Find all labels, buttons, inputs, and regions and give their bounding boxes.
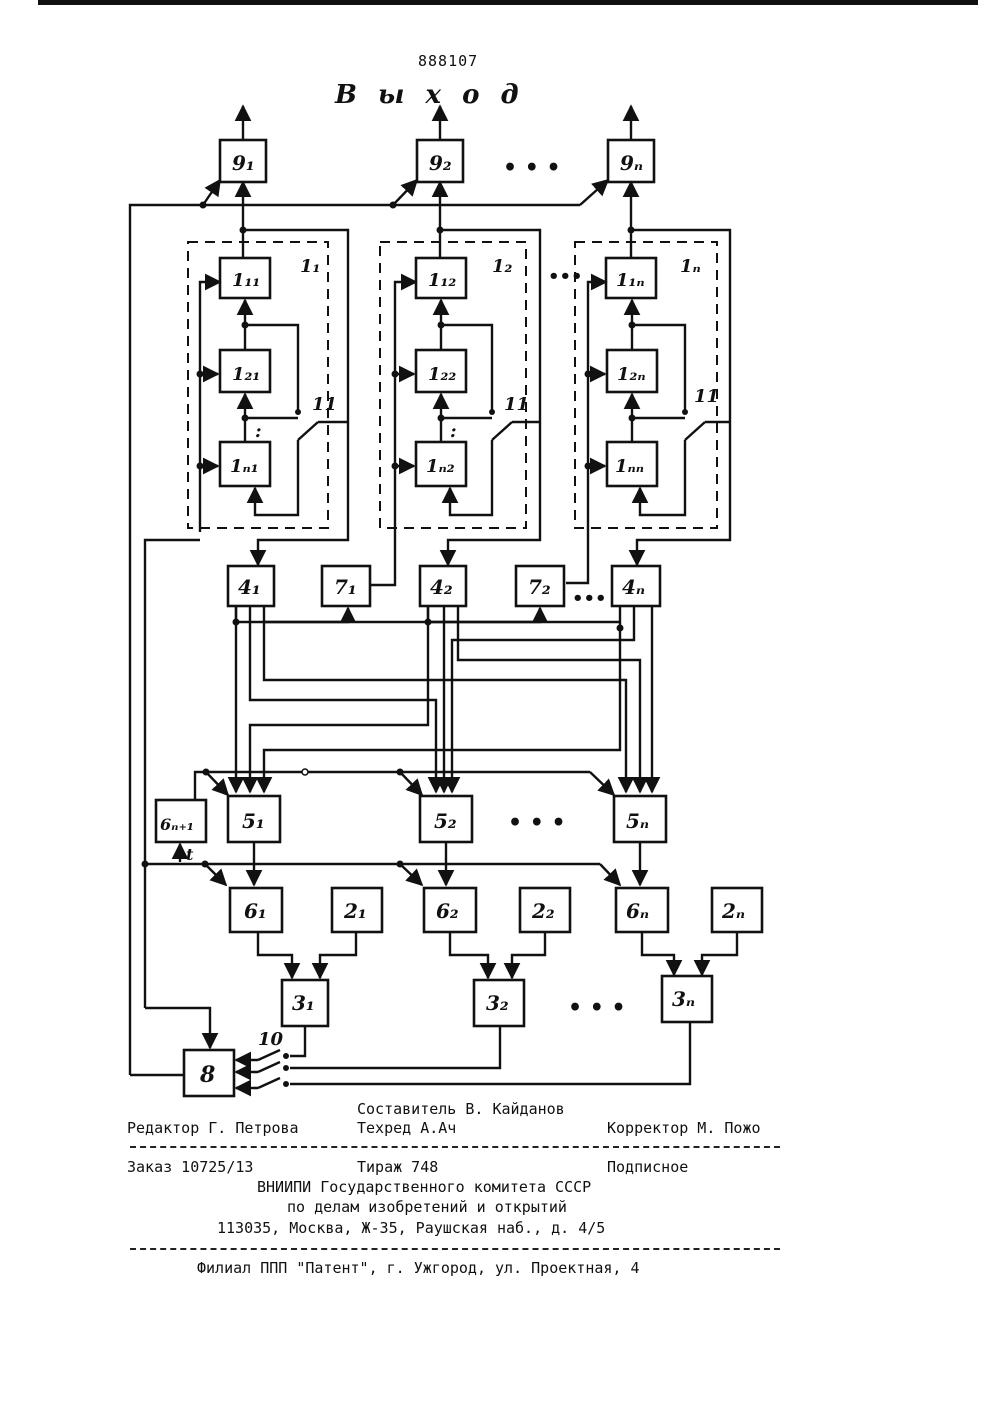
ellipsis-outputs: • • • [503, 155, 561, 181]
cell-2-12-label: 1₁₂ [428, 270, 456, 291]
switch-11-label-1: 11 [312, 394, 337, 415]
block-9-n-label: 9ₙ [620, 151, 643, 175]
cell-2-n2-label: 1ₙ₂ [426, 456, 455, 477]
row-8: 8 10 [130, 1008, 690, 1096]
footer-branch: Филиал ППП "Патент", г. Ужгород, ул. Про… [197, 1259, 640, 1277]
group-n: 1ₙ 1₁ₙ 1₂ₙ 1ₙₙ 11 [566, 227, 730, 584]
block-4-2-label: 4₂ [430, 575, 453, 599]
cell-2-22-label: 1₂₂ [428, 364, 456, 385]
cell-n-nn-label: 1ₙₙ [615, 456, 644, 477]
footer-divider-1 [130, 1146, 780, 1148]
group-2-label: 1₂ [492, 256, 513, 277]
footer-org-line1: ВНИИПИ Государственного комитета СССР [257, 1178, 591, 1196]
footer-order: Заказ 10725/13 [127, 1158, 253, 1176]
footer-print-run: Тираж 748 [357, 1158, 438, 1176]
block-9-2-label: 9₂ [429, 151, 452, 175]
block-8-label: 8 [199, 1062, 215, 1088]
block-6-n-plus-1-label: 6ₙ₊₁ [160, 815, 194, 834]
cell-1-n1-label: 1ₙ₁ [230, 456, 259, 477]
block-2-1-label: 2₁ [343, 899, 367, 923]
block-5-1-label: 5₁ [242, 809, 265, 833]
block-5-2-label: 5₂ [434, 809, 457, 833]
row-3: 3₁ 3₂ • • • 3ₙ [258, 932, 737, 1026]
group-2: 1₂ 1₁₂ 1₂₂ 1ₙ₂ : 11 [371, 227, 540, 586]
block-5-n-label: 5ₙ [626, 809, 649, 833]
block-3-1-label: 3₁ [292, 991, 315, 1015]
block-2-2-label: 2₂ [531, 899, 555, 923]
block-4-1-label: 4₁ [238, 575, 261, 599]
block-3-n-label: 3ₙ [672, 987, 695, 1011]
footer-org-line2: по делам изобретений и открытий [287, 1198, 567, 1216]
cell-n-2n-label: 1₂ₙ [617, 364, 646, 385]
block-6-2-label: 6₂ [436, 899, 459, 923]
ellipsis-row5: • • • [508, 810, 566, 836]
footer-divider-2 [130, 1248, 780, 1250]
switch-10-label: 10 [258, 1029, 284, 1050]
footer-compiler: Составитель В. Кайданов [357, 1100, 565, 1118]
clock-label: t [186, 845, 194, 864]
block-7-1-label: 7₁ [334, 575, 357, 599]
cell-1-21-label: 1₂₁ [232, 364, 260, 385]
block-diagram: 9₁ 9₂ 9ₙ • • • 1₁ 1₁₁ [0, 0, 1000, 1100]
switch-11-label-2: 11 [504, 394, 529, 415]
block-7-2-label: 7₂ [528, 575, 551, 599]
footer-techred: Техред А.Ач [357, 1119, 456, 1137]
vdots-1: : [255, 421, 262, 442]
block-6-n-label: 6ₙ [626, 899, 649, 923]
block-4-n-label: 4ₙ [622, 575, 645, 599]
group-n-label: 1ₙ [680, 256, 701, 277]
ellipsis-row4: ••• [572, 588, 607, 609]
cell-1-11-label: 1₁₁ [232, 270, 260, 291]
footer-corrector: Корректор М. Пожо [607, 1119, 761, 1137]
cell-n-1n-label: 1₁ₙ [616, 270, 645, 291]
footer-org-address: 113035, Москва, Ж-35, Раушская наб., д. … [217, 1219, 605, 1237]
footer-subscription: Подписное [607, 1158, 688, 1176]
vdots-2: : [450, 421, 457, 442]
block-9-1-label: 9₁ [232, 151, 255, 175]
interconnect-bus [236, 606, 652, 792]
group-1: 1₁ 1₁₁ 1₂₁ 1ₙ₁ : 11 [188, 227, 348, 566]
row-5: 6ₙ₊₁ t 5₁ 5₂ • • • 5ₙ [156, 769, 666, 865]
ellipsis-row3: • • • [568, 995, 626, 1021]
block-3-2-label: 3₂ [486, 991, 509, 1015]
block-2-n-label: 2ₙ [721, 899, 745, 923]
footer-editor: Редактор Г. Петрова [127, 1119, 299, 1137]
ellipsis-groups: ••• [548, 266, 583, 287]
block-6-1-label: 6₁ [244, 899, 267, 923]
switch-11-label-n: 11 [694, 386, 719, 407]
group-1-label: 1₁ [300, 256, 320, 277]
